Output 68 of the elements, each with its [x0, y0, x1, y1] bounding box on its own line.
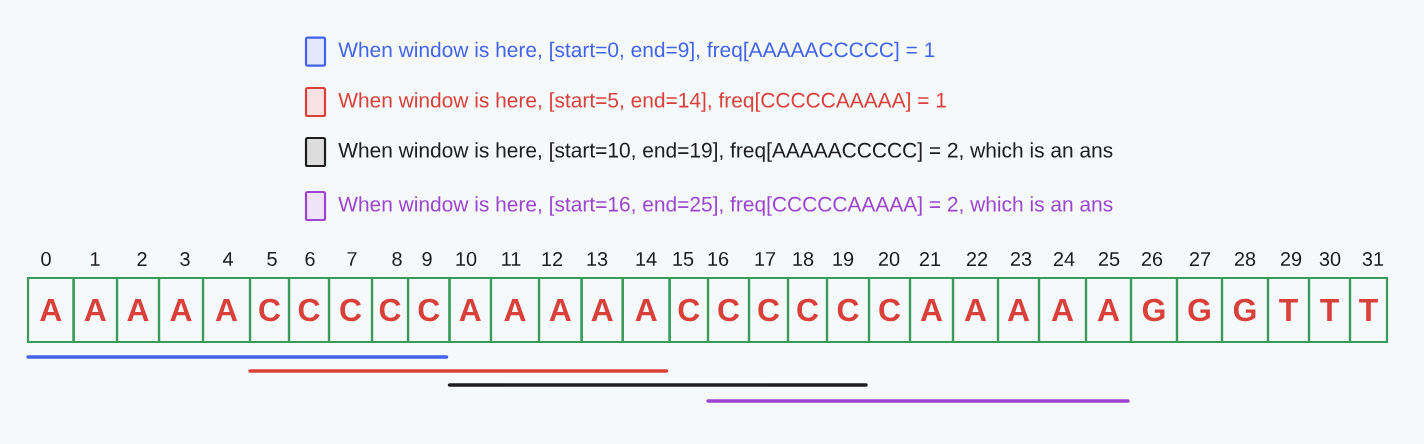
index-number: 26	[1141, 251, 1163, 267]
array-cell: C	[406, 276, 451, 344]
array-cell: G	[1175, 276, 1224, 344]
array-cell: C	[327, 276, 374, 344]
index-number: 31	[1362, 251, 1384, 267]
index-number: 23	[1010, 251, 1032, 267]
array-cell: A	[157, 276, 205, 344]
index-number: 19	[833, 251, 854, 267]
index-number: 15	[673, 252, 694, 266]
array-cell: A	[908, 276, 955, 344]
array-cell: A	[448, 276, 493, 344]
array-cell: G	[1129, 276, 1179, 344]
index-number: 28	[1234, 251, 1256, 267]
legend-text: When window is here, [start=5, end=14], freq[CCCCCAAAAA] = 1	[338, 92, 946, 112]
index-number: 14	[636, 252, 657, 266]
array-cell: A	[1084, 276, 1133, 344]
array-cell: C	[747, 276, 790, 344]
index-number: 7	[347, 252, 357, 266]
index-number: 17	[755, 252, 776, 266]
index-number: 8	[392, 251, 402, 267]
array-cell: C	[825, 276, 871, 344]
index-number: 20	[878, 251, 900, 267]
index-number: 13	[587, 251, 608, 267]
index-number: 29	[1280, 251, 1302, 267]
index-number: 0	[41, 251, 51, 267]
array-cell: G	[1220, 276, 1270, 344]
array-cell: T	[1307, 276, 1352, 344]
legend-text: When window is here, [start=10, end=19], freq[AAAAACCCCC] = 2, which is an ans	[338, 142, 1113, 162]
index-number: 3	[180, 251, 190, 267]
array-cell: A	[996, 276, 1041, 344]
array-cell: C	[867, 276, 912, 344]
legend-text: When window is here, [start=16, end=25], freq[CCCCCAAAAA] = 2, which is an ans	[338, 196, 1113, 216]
index-number: 4	[222, 252, 233, 266]
array-cell: A	[537, 276, 583, 344]
array-cell: A	[951, 276, 1000, 344]
array-cell: A	[115, 276, 161, 344]
index-number: 6	[305, 251, 315, 267]
index-number: 2	[137, 252, 147, 266]
index-number: 1	[91, 252, 100, 266]
legend-text: When window is here, [start=0, end=9], freq[AAAAACCCCC] = 1	[338, 41, 935, 62]
index-number: 16	[708, 251, 729, 267]
index-number: 21	[919, 252, 941, 266]
array-cell: C	[668, 276, 710, 344]
index-number: 30	[1319, 251, 1341, 267]
array-cell: C	[786, 276, 829, 344]
array-cell: T	[1348, 276, 1389, 344]
index-number: 11	[502, 252, 521, 266]
array-cell: T	[1266, 276, 1311, 344]
index-number: 24	[1053, 252, 1075, 266]
index-number: 10	[456, 251, 477, 267]
index-number: 12	[542, 252, 563, 266]
array-cell: A	[26, 276, 75, 344]
array-cell: A	[201, 276, 252, 344]
index-number: 27	[1189, 252, 1211, 266]
index-number: 25	[1098, 251, 1120, 267]
array-cell: A	[621, 276, 671, 344]
array-cell: A	[1037, 276, 1088, 344]
index-number: 9	[422, 251, 432, 267]
index-number: 5	[267, 252, 277, 266]
array-cell: C	[248, 276, 291, 344]
array-cell: C	[706, 276, 751, 344]
array-cell: A	[72, 276, 119, 344]
array-cell: A	[580, 276, 624, 344]
index-number: 22	[966, 252, 988, 266]
array-cell: C	[370, 276, 410, 344]
index-number: 18	[793, 251, 814, 267]
array-cell: A	[489, 276, 541, 344]
array-cell: C	[287, 276, 331, 344]
